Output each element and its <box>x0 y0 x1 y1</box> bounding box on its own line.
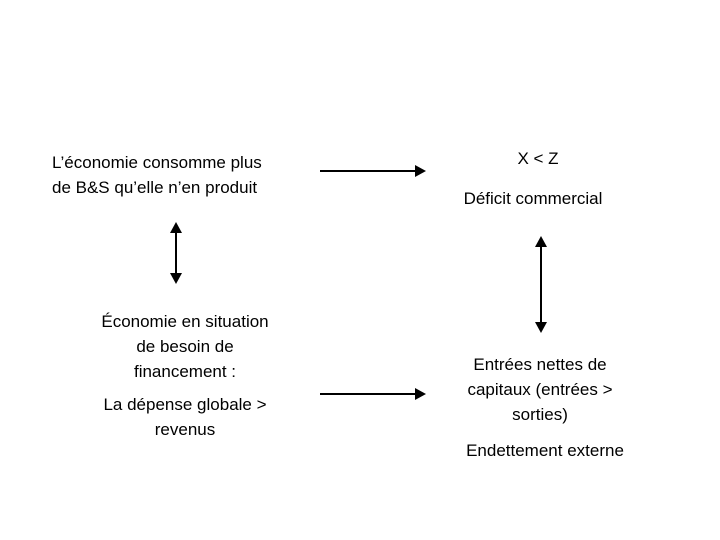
node-external-debt: Endettement externe <box>466 441 624 460</box>
node-economy-consumes-more: L’économie consomme plus de B&S qu’elle … <box>52 153 262 197</box>
arrow-shaft <box>540 240 542 329</box>
arrow-consumption-to-financing-need <box>169 222 183 284</box>
arrowhead-right-icon <box>415 388 426 400</box>
arrow-consumption-to-trade-deficit <box>320 164 426 178</box>
node-spending-exceeds-income: La dépense globale > revenus <box>103 395 267 439</box>
arrowhead-down-icon <box>535 322 547 333</box>
arrow-shaft <box>175 226 177 280</box>
node-trade-deficit: Déficit commercial <box>463 189 603 208</box>
arrow-shaft <box>320 170 416 172</box>
node-trade-inequality: X < Z <box>517 149 559 168</box>
arrowhead-down-icon <box>170 273 182 284</box>
arrow-trade-deficit-to-capital-inflows <box>534 236 548 333</box>
arrow-shaft <box>320 393 416 395</box>
arrow-spending-to-capital-inflows <box>320 387 426 401</box>
arrowhead-right-icon <box>415 165 426 177</box>
node-financing-need: Économie en situation de besoin de finan… <box>101 312 269 381</box>
node-net-capital-inflows: Entrées nettes de capitaux (entrées > so… <box>467 355 613 424</box>
